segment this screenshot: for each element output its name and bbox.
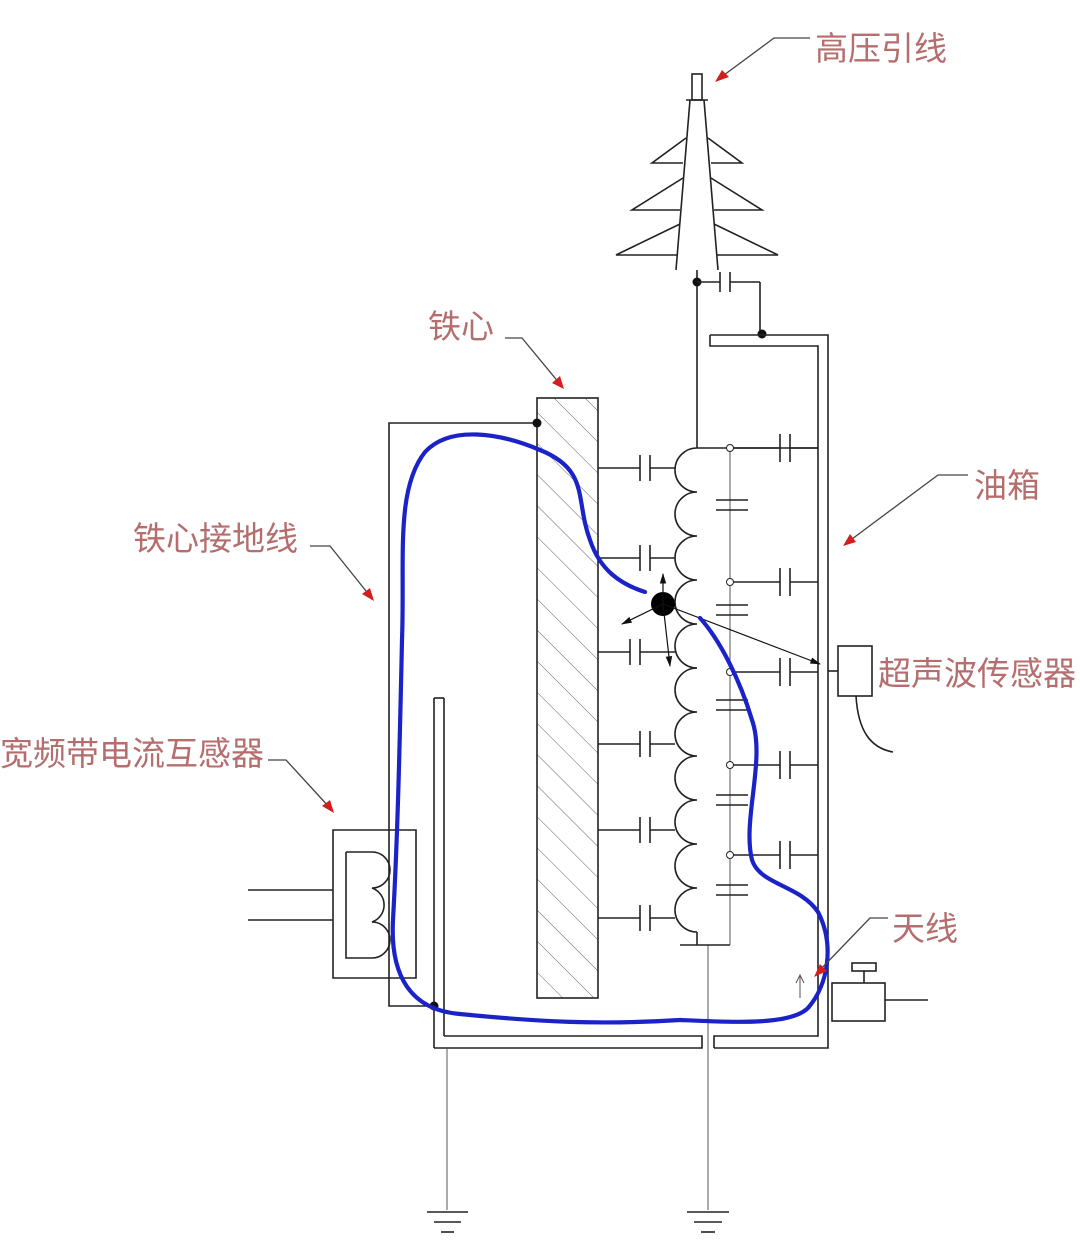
- label-oil-tank: 油箱: [843, 466, 1040, 546]
- label-core: 铁心: [428, 307, 564, 389]
- hfct-text: 高频宽频带电流互感器: [0, 734, 264, 773]
- core-ground-text: 铁心接地线: [133, 519, 298, 558]
- label-hv-lead: 高压引线: [715, 29, 947, 82]
- signal-path-left: [390, 432, 683, 1025]
- core-winding-capacitances: [598, 455, 675, 931]
- pd-source: [621, 572, 822, 668]
- winding: [674, 447, 818, 946]
- antenna: [795, 962, 928, 1022]
- signal-path-right: [677, 615, 830, 1024]
- winding-tank-capacitances: [726, 434, 818, 869]
- oil-tank-text: 油箱: [974, 466, 1040, 505]
- antenna-text: 天线: [892, 909, 958, 948]
- oil-tank-wall: [709, 334, 829, 1049]
- hv-conductor: [692, 270, 767, 448]
- ground-symbol-left: [427, 1211, 468, 1233]
- core-ground-wire: [388, 418, 542, 1011]
- label-core-ground: 铁心接地线: [133, 519, 374, 601]
- hfct-sensor: [248, 829, 417, 979]
- label-ultrasonic: 超声波传感器: [878, 654, 1076, 693]
- ultrasonic-sensor: [828, 645, 894, 753]
- core-text: 铁心: [428, 307, 494, 346]
- iron-core: [536, 397, 599, 999]
- label-hfct: 高频宽频带电流互感器: [0, 734, 334, 813]
- tank-bottom: [433, 697, 709, 1210]
- bushing: [615, 73, 779, 271]
- ground-symbol-right: [687, 1211, 729, 1233]
- hv-lead-text: 高压引线: [815, 29, 947, 68]
- ultrasonic-text: 超声波传感器: [878, 654, 1076, 693]
- label-antenna: 天线: [814, 909, 958, 977]
